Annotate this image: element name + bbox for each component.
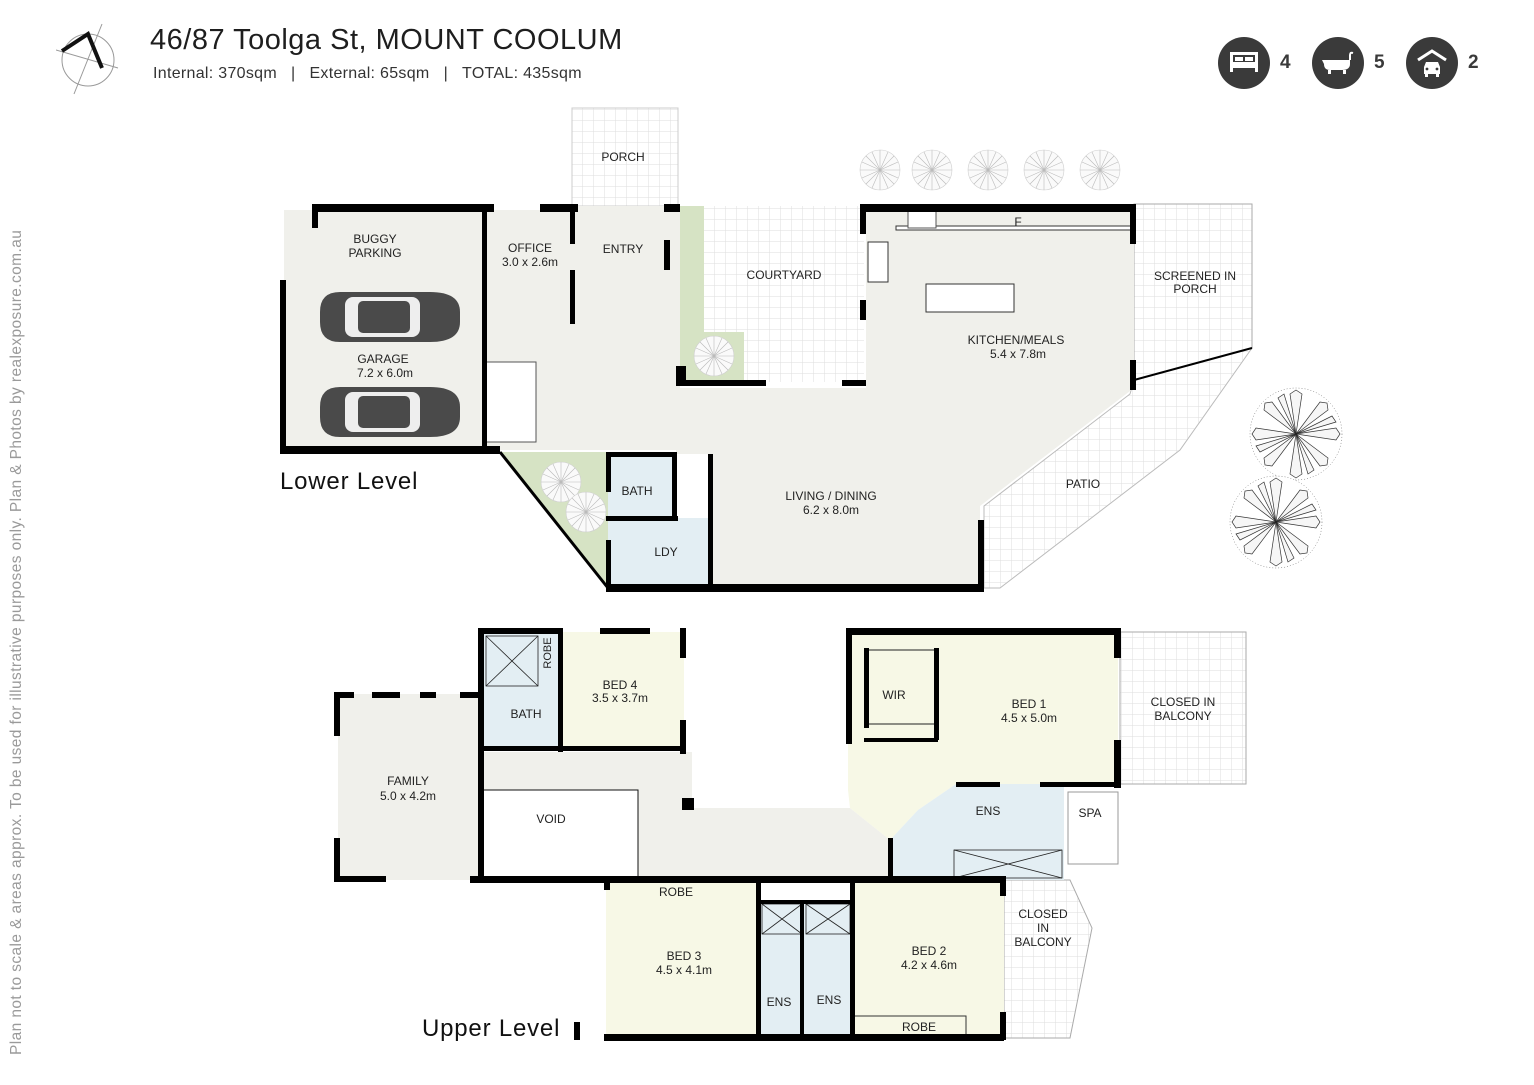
room-patio: PATIO [1065,477,1101,491]
bedroom-count: 4 [1218,37,1298,89]
room-bed4-name: BED 4 [602,678,638,692]
plan-header: 46/87 Toolga St, MOUNT COOLUM Internal: … [0,0,1534,100]
room-robe-bed3: ROBE [658,885,694,899]
room-courtyard: COURTYARD [746,268,822,282]
lower-level-title: Lower Level [280,468,419,495]
external-area: External: 65sqm [309,65,430,82]
total-area: TOTAL: 435sqm [462,65,582,82]
room-balcony1-1: CLOSED IN [1150,695,1216,709]
stair-void: VOID [536,812,566,826]
room-robe-bed4: ROBE [542,637,554,669]
internal-area: Internal: 370sqm [153,65,277,82]
room-entry: ENTRY [602,242,644,256]
room-laundry: LDY [654,545,678,559]
room-garage-name: GARAGE [357,352,409,366]
room-bed4-dim: 3.5 x 3.7m [591,691,649,705]
north-compass-icon [56,23,119,95]
room-kitchen-name: KITCHEN/MEALS [967,333,1065,347]
room-bed3-dim: 4.5 x 4.1m [655,963,713,977]
room-robe-bed2: ROBE [901,1020,937,1034]
room-bath-upper: BATH [510,707,542,721]
room-porch: PORCH [601,150,645,164]
upper-level-title: Upper Level [422,1015,561,1042]
room-ensuite-a: ENS [766,995,792,1009]
room-balcony2-3: BALCONY [1014,935,1072,949]
bath-icon [1312,37,1364,89]
garage-car-icon [1406,37,1458,89]
area-summary: Internal: 370sqm|External: 65sqm|TOTAL: … [153,65,582,82]
room-kitchen-dim: 5.4 x 7.8m [989,347,1047,361]
room-walk-in-robe: WIR [882,688,906,702]
room-bath-lower: BATH [621,484,653,498]
room-family-name: FAMILY [387,774,429,788]
room-office-name: OFFICE [508,241,552,255]
room-family-dim: 5.0 x 4.2m [379,789,437,803]
lower-level-plan [280,107,1343,592]
room-living-name: LIVING / DINING [785,489,877,503]
room-balcony1-2: BALCONY [1154,709,1212,723]
room-living-dim: 6.2 x 8.0m [802,503,860,517]
property-address: 46/87 Toolga St, MOUNT COOLUM [150,24,623,56]
room-balcony2-1: CLOSED [1018,907,1068,921]
room-screened-porch-1: SCREENED IN [1153,269,1237,283]
room-bed1-name: BED 1 [1011,697,1047,711]
room-bed2-name: BED 2 [911,944,947,958]
room-office-dim: 3.0 x 2.6m [501,255,559,269]
room-buggy-parking: BUGGY PARKING [348,232,402,260]
bathroom-count: 5 [1312,37,1392,89]
room-ensuite-b: ENS [816,993,842,1007]
room-bed3-name: BED 3 [666,949,702,963]
property-stats: 4 5 2 [1204,37,1486,89]
fridge-space: F [1014,215,1022,229]
room-spa: SPA [1078,806,1102,820]
room-ensuite-bed1: ENS [975,804,1001,818]
upper-level-plan [334,628,1247,1041]
room-bed1-dim: 4.5 x 5.0m [1000,711,1058,725]
room-bed2-dim: 4.2 x 4.6m [900,958,958,972]
room-balcony2-2: IN [1037,921,1049,935]
parking-count: 2 [1406,37,1486,89]
bed-icon [1218,37,1270,89]
room-garage-dim: 7.2 x 6.0m [356,366,414,380]
room-screened-porch-2: PORCH [1173,282,1217,296]
